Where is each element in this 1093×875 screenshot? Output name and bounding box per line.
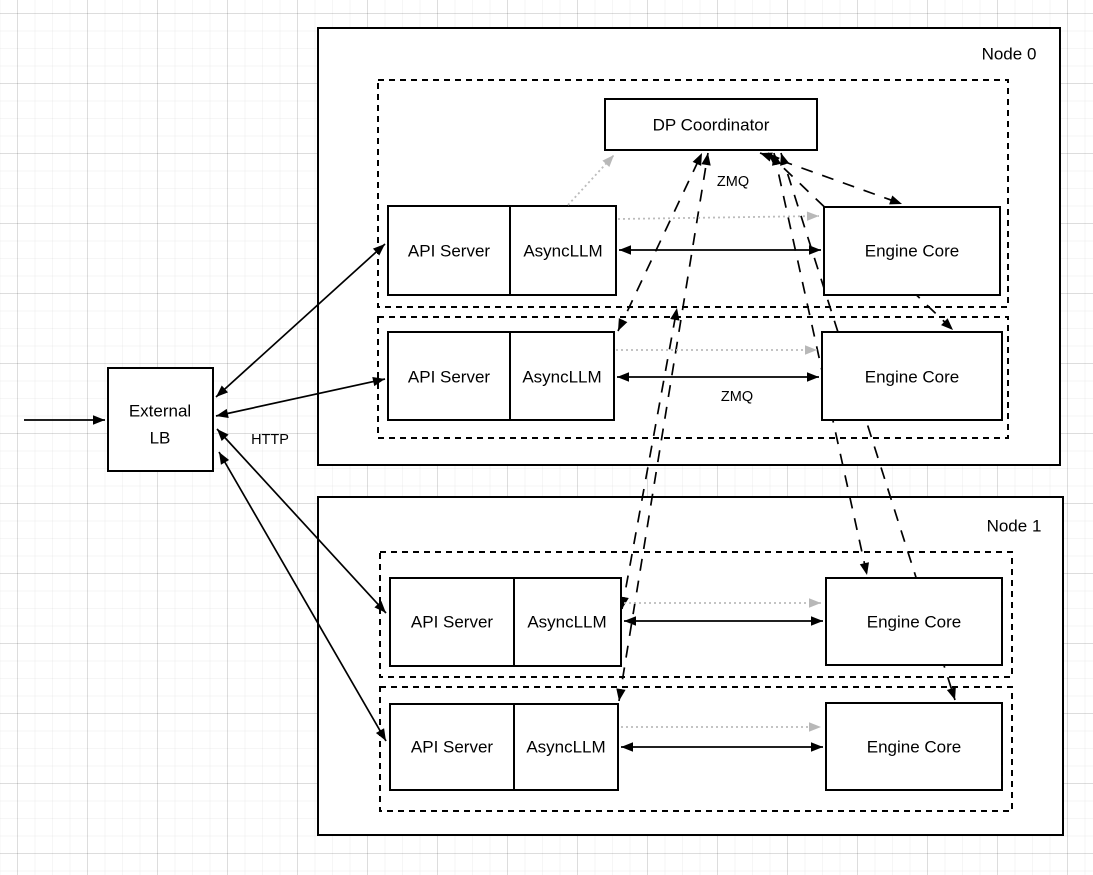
lb-api2-arrow (215, 376, 386, 419)
node1-label: Node 1 (987, 517, 1042, 536)
engine-core-row3-box (825, 577, 1003, 666)
coordinator-async4-dashed-arrow (616, 152, 711, 702)
api-async-row3-box (389, 577, 622, 667)
zmq-coordinator-label: ZMQ (717, 174, 749, 190)
lb-api4-arrow (218, 451, 387, 742)
engine-core-row1-box (823, 206, 1001, 296)
external-lb-label-line1: External (129, 402, 191, 421)
api-server-row3-label: API Server (411, 613, 494, 632)
http-label: HTTP (251, 432, 289, 448)
dp-coordinator-label: DP Coordinator (653, 116, 770, 135)
api-server-row1-label: API Server (408, 242, 491, 261)
async-llm-row1-label: AsyncLLM (523, 242, 602, 261)
async-llm-row2-label: AsyncLLM (522, 368, 601, 387)
api-async-row4-box (389, 703, 619, 791)
lb-api1-arrow (215, 243, 386, 398)
api-async-row1-box (387, 205, 617, 296)
engine-core-row4-label: Engine Core (867, 738, 962, 757)
external-lb-label-line2: LB (150, 429, 171, 448)
coordinator-engine4-dashed-arrow (780, 152, 956, 701)
zmq-row2-label: ZMQ (721, 389, 753, 405)
async-llm-row4-label: AsyncLLM (526, 738, 605, 757)
engine-core-row2-label: Engine Core (865, 368, 960, 387)
node0-label: Node 0 (982, 45, 1037, 64)
async1-engine1-dotted-arrow (617, 211, 820, 221)
async-llm-row3-label: AsyncLLM (527, 613, 606, 632)
async1-coordinator-dotted-arrow (567, 154, 615, 206)
api-server-row4-label: API Server (411, 738, 494, 757)
api-async-row2-box (387, 331, 615, 421)
engine-core-row4-box (825, 702, 1003, 791)
api-server-row2-label: API Server (408, 368, 491, 387)
node1-group2-dashed-box (379, 686, 1013, 812)
external-lb-box (107, 367, 214, 472)
engine-core-row1-label: Engine Core (865, 242, 960, 261)
engine-core-row3-label: Engine Core (867, 613, 962, 632)
engine-core-row2-box (821, 331, 1003, 421)
dp-coordinator-box (604, 98, 818, 151)
